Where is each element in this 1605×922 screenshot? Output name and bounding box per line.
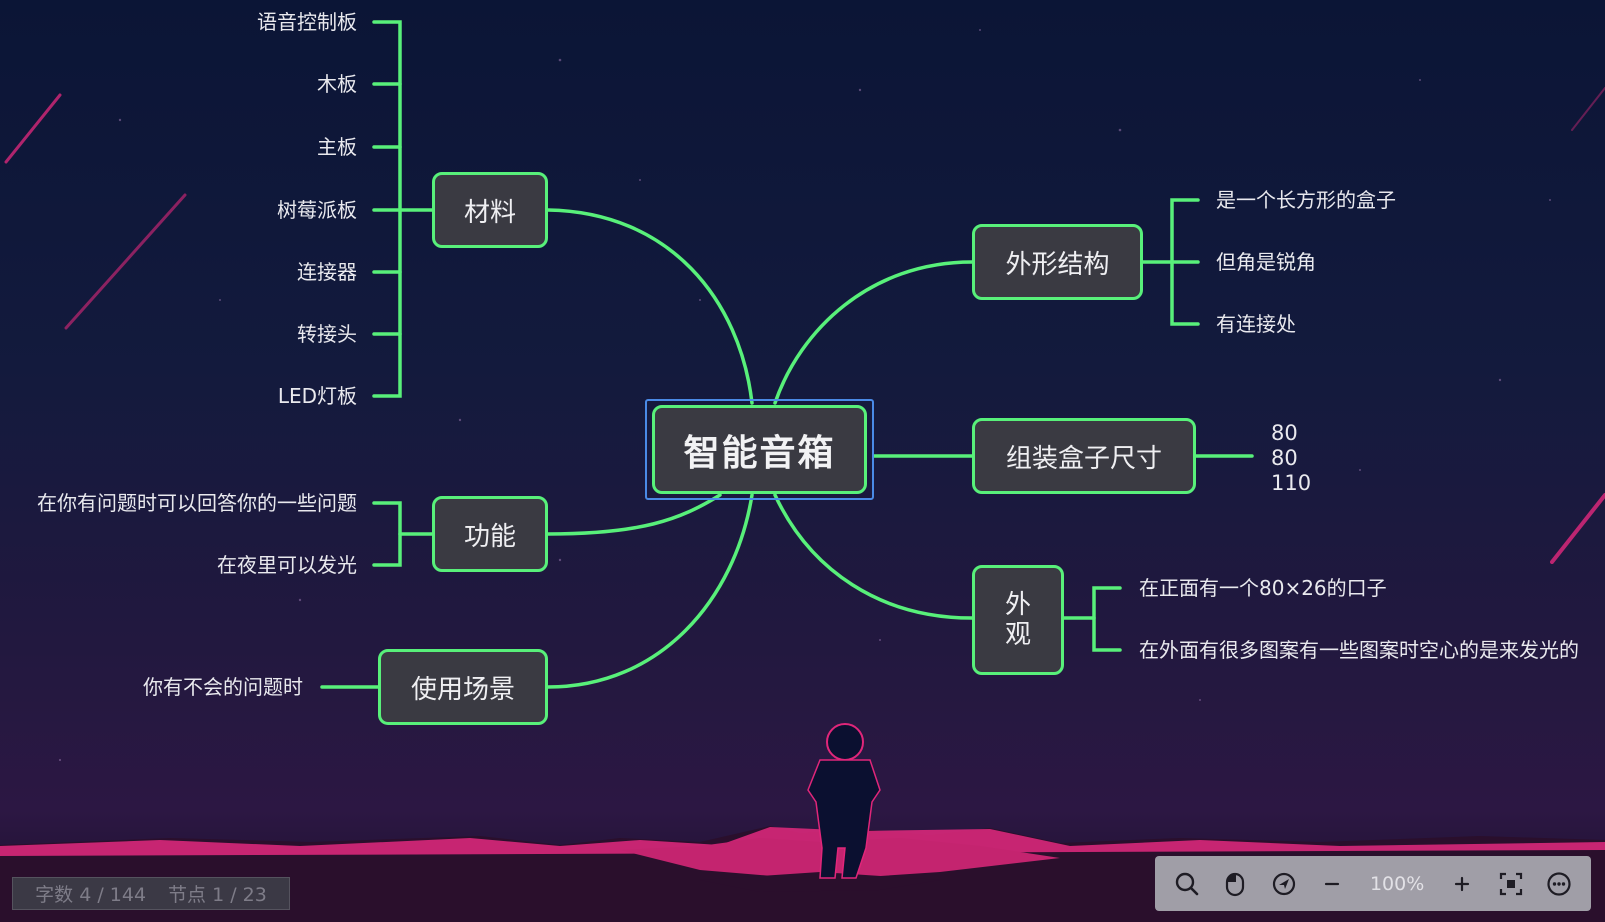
zoom-out-icon[interactable] (1314, 866, 1350, 902)
root-node[interactable]: 智能音箱 (652, 405, 867, 494)
leaf-materials-0[interactable]: 语音控制板 (257, 10, 357, 34)
branch-node-shape[interactable]: 外形结构 (972, 224, 1143, 300)
leaf-shape-2[interactable]: 有连接处 (1216, 312, 1296, 336)
leaf-materials-1[interactable]: 木板 (317, 72, 357, 96)
edge-root-usage (546, 493, 754, 689)
bracket-appearance (1092, 586, 1122, 652)
edge-root-appearance (773, 493, 974, 620)
edge-root-shape (773, 260, 974, 405)
edge-root-materials (546, 208, 754, 405)
leaf-function-1[interactable]: 在夜里可以发光 (217, 553, 357, 577)
navigate-icon[interactable] (1266, 866, 1302, 902)
meteors (4, 87, 1605, 564)
more-icon[interactable] (1541, 866, 1577, 902)
leaf-materials-6[interactable]: LED灯板 (277, 384, 357, 408)
branch-node-materials[interactable]: 材料 (432, 172, 548, 248)
leaf-function-0[interactable]: 在你有问题时可以回答你的一些问题 (37, 491, 357, 515)
connectors (320, 20, 1254, 689)
mouse-icon[interactable] (1217, 866, 1253, 902)
appearance-label-line-0: 外 (1004, 590, 1031, 620)
size-values[interactable]: 80 80 110 (1271, 421, 1311, 496)
branch-node-function[interactable]: 功能 (432, 496, 548, 572)
appearance-label-line-1: 观 (1004, 620, 1031, 650)
fit-screen-icon[interactable] (1493, 866, 1529, 902)
starfield (58, 29, 1551, 762)
size-value-2: 110 (1271, 471, 1312, 495)
zoom-in-icon[interactable] (1444, 866, 1480, 902)
edge-root-function (546, 493, 722, 536)
leaf-shape-1[interactable]: 但角是锐角 (1216, 250, 1316, 274)
zoom-toolbar: 100% (1155, 856, 1591, 911)
status-bar: 字数 4 / 144 节点 1 / 23 (12, 877, 290, 910)
search-icon[interactable] (1169, 866, 1205, 902)
size-value-0: 80 (1271, 421, 1298, 445)
leaf-appearance-1[interactable]: 在外面有很多图案有一些图案时空心的是来发光的 (1139, 638, 1579, 662)
branch-node-appearance[interactable]: 外 观 (972, 565, 1064, 675)
leaf-materials-4[interactable]: 连接器 (297, 260, 357, 284)
leaf-usage-0[interactable]: 你有不会的问题时 (143, 675, 303, 699)
leaf-materials-2[interactable]: 主板 (317, 135, 357, 159)
root-selection-frame (645, 399, 874, 500)
node-count: 节点 1 / 23 (168, 884, 267, 906)
leaf-materials-3[interactable]: 树莓派板 (277, 198, 357, 222)
size-value-1: 80 (1271, 446, 1298, 470)
bracket-function (372, 501, 402, 567)
branch-node-usage[interactable]: 使用场景 (378, 649, 548, 725)
leaf-appearance-0[interactable]: 在正面有一个80×26的口子 (1139, 576, 1387, 600)
branch-node-size[interactable]: 组装盒子尺寸 (972, 418, 1196, 494)
zoom-level: 100% (1369, 872, 1425, 895)
word-count: 字数 4 / 144 (35, 884, 147, 906)
astronaut-silhouette (807, 723, 881, 879)
leaf-shape-0[interactable]: 是一个长方形的盒子 (1216, 188, 1396, 212)
leaf-materials-5[interactable]: 转接头 (297, 322, 357, 346)
